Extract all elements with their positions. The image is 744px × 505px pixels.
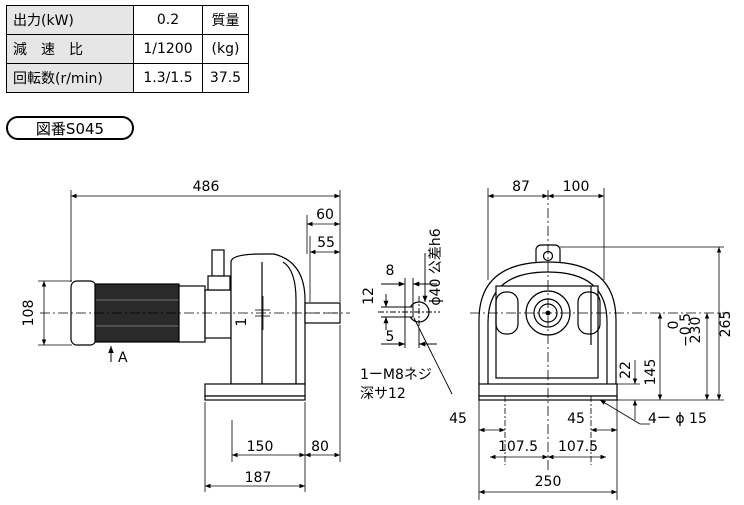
tap-depth: 深サ12 <box>360 386 406 402</box>
dim-80: 80 <box>311 439 329 455</box>
output-label: 出力(kW) <box>6 5 134 35</box>
tap-size: 1ーM8ネジ <box>360 367 432 383</box>
dim-187: 187 <box>245 470 272 486</box>
front-view <box>470 188 730 500</box>
dim-250: 250 <box>535 474 562 490</box>
motor-flange <box>178 285 206 343</box>
front-view-labels: 87 100 265 230 0 −0.5 22 145 45 45 107.5… <box>449 179 734 490</box>
gear-case <box>230 253 306 385</box>
dim-150: 150 <box>247 439 274 455</box>
mounting-holes: 4ー ϕ 15 <box>648 411 707 427</box>
ratio-label: 減 速 比 <box>6 34 134 64</box>
shaft-detail <box>378 253 453 395</box>
spec-table: 出力(kW) 0.2 質量 減 速 比 1/1200 (kg) 回転数(r/mi… <box>6 5 249 93</box>
dim-60: 60 <box>316 207 334 223</box>
dim-87: 87 <box>512 179 530 195</box>
side-view-labels: 486 60 55 108 1 A 150 80 187 <box>21 179 335 486</box>
mass-value: 37.5 <box>202 63 249 93</box>
arrow-a-label: A <box>118 350 128 366</box>
dim-45-left: 45 <box>449 411 467 427</box>
mass-unit: (kg) <box>202 34 249 64</box>
dim-145: 145 <box>643 359 659 386</box>
spec-row-speed: 回転数(r/min) 1.3/1.5 37.5 <box>6 63 249 93</box>
dim-100: 100 <box>563 179 590 195</box>
terminal-box <box>211 249 225 277</box>
spec-row-output: 出力(kW) 0.2 質量 <box>6 5 249 35</box>
dim-265: 265 <box>718 311 734 338</box>
dim-230: 230 <box>688 317 704 344</box>
mass-header: 質量 <box>202 5 249 35</box>
base-foot <box>204 383 306 397</box>
dim-107-5-left: 107.5 <box>498 439 538 455</box>
dim-12: 12 <box>361 287 377 305</box>
dim-486: 486 <box>193 179 220 195</box>
dim-107-5-right: 107.5 <box>558 439 598 455</box>
spec-row-ratio: 減 速 比 1/1200 (kg) <box>6 34 249 64</box>
drawing-number-badge: 図番S045 <box>6 116 134 140</box>
dim-22: 22 <box>618 361 634 379</box>
dim-55: 55 <box>317 235 335 251</box>
dim-1: 1 <box>234 318 250 327</box>
dim-45-right: 45 <box>567 411 585 427</box>
dim-5: 5 <box>386 329 395 345</box>
output-value: 0.2 <box>133 5 203 35</box>
speed-label: 回転数(r/min) <box>6 63 134 93</box>
dim-8: 8 <box>386 263 395 279</box>
shaft-detail-labels: 8 12 5 ϕ40 公差h6 1ーM8ネジ 深サ12 <box>360 228 444 402</box>
shaft-diameter: ϕ40 公差h6 <box>428 228 444 305</box>
dim-108: 108 <box>21 300 37 327</box>
tolerance-lower: −0.5 <box>678 313 694 347</box>
speed-value: 1.3/1.5 <box>133 63 203 93</box>
side-view <box>38 190 350 492</box>
tolerance-upper: 0 <box>666 321 682 330</box>
